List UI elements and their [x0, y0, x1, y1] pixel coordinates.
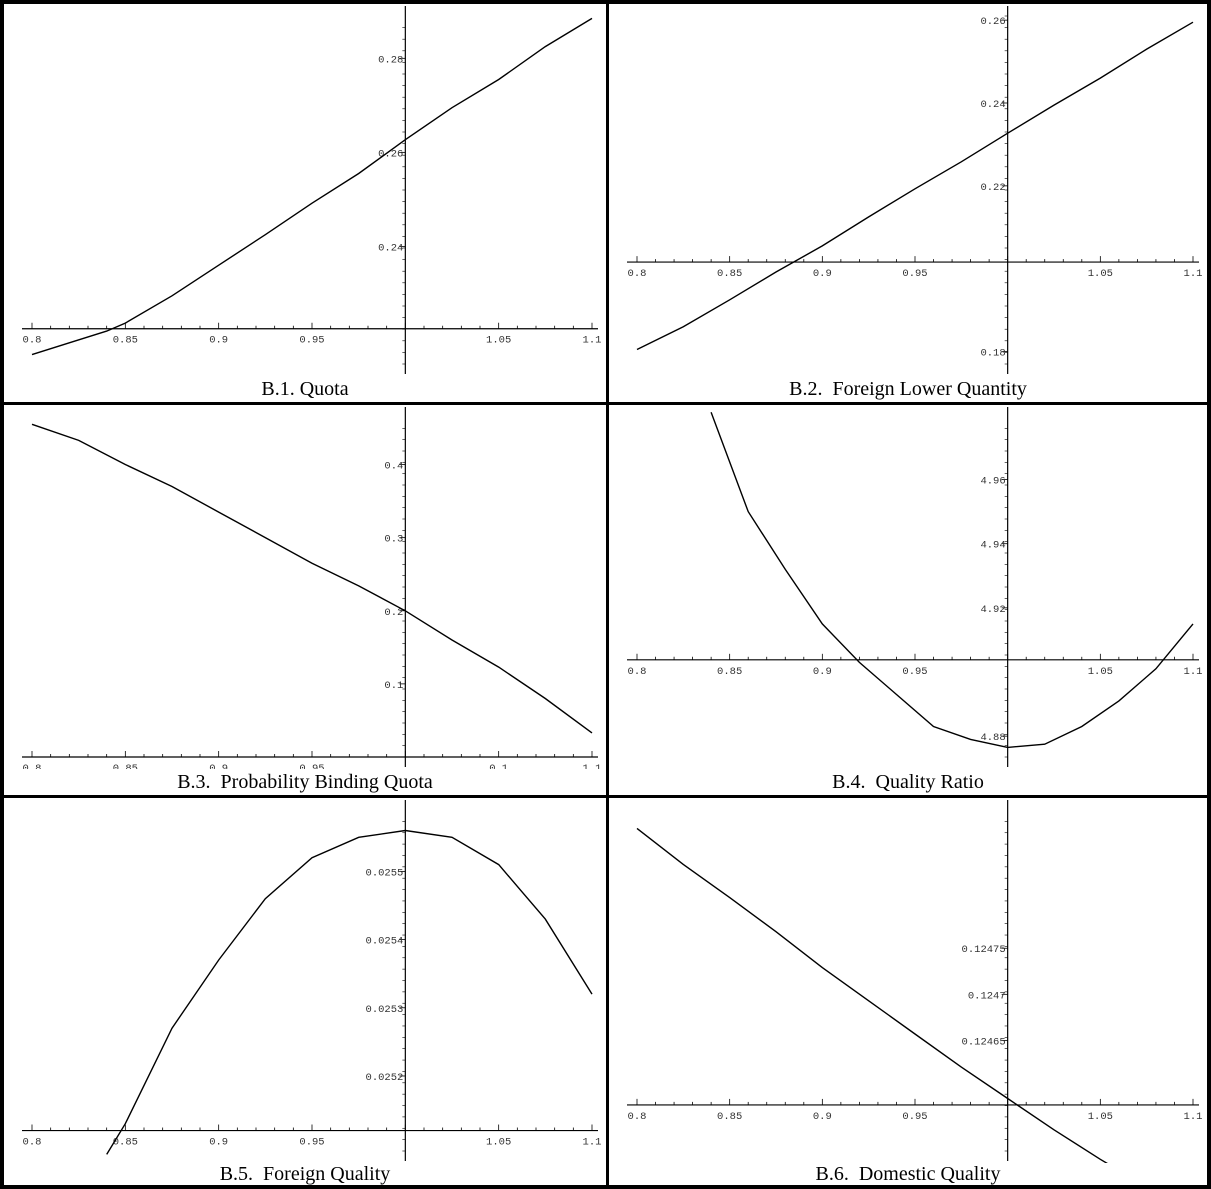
x-tick-label: 0.95	[299, 1137, 324, 1149]
y-tick-label: 0.2	[384, 607, 403, 619]
x-tick-label: 1.1	[1184, 268, 1203, 280]
x-tick-label: 0.8	[23, 763, 42, 769]
x-tick-label: 0.85	[113, 1137, 138, 1149]
y-tick-label: 0.0252	[366, 1072, 404, 1084]
x-tick-label: 0.8	[23, 1137, 42, 1149]
chart-panel-1: 0.8 0.85 0.9 0.95 1.05 1.1 0.24 0.26 0.28	[22, 6, 602, 374]
frame-left	[0, 0, 4, 1189]
x-tick-label: 0.9	[209, 763, 228, 769]
x-tick-label: 0.9	[209, 335, 228, 347]
y-tick-label: 0.0255	[366, 867, 404, 879]
chart-panel-2: 0.8 0.85 0.9 0.95 1.05 1.1 0.18 0.22 0.24 0.26	[627, 6, 1203, 374]
x-tick-label: 0.9	[813, 268, 832, 280]
y-tick-label: 0.28	[378, 54, 403, 66]
x-tick-label: 0.9	[813, 1111, 832, 1123]
y-tick-label: 0.22	[980, 182, 1005, 194]
y-tick-label: 4.92	[980, 604, 1005, 616]
x-tick-label: 1.1	[583, 1137, 602, 1149]
y-tick-label: 0.26	[378, 148, 403, 160]
x-tick-label: 0.95	[299, 763, 324, 769]
chart-caption-1: B.1. Quota	[261, 378, 349, 400]
x-tick-label: 0.95	[299, 335, 324, 347]
y-tick-label: 0.4	[384, 461, 403, 473]
x-tick-label: 0.95	[902, 1111, 927, 1123]
chart-panel-6: 0.8 0.85 0.9 0.95 1.05 1.1 0.12465 0.1247 0.1247…	[627, 800, 1203, 1163]
y-tick-label: 0.24	[378, 242, 403, 254]
y-tick-label: 0.12465	[962, 1036, 1006, 1048]
y-tick-label: 0.0254	[366, 936, 404, 948]
frame-bottom	[0, 1185, 1211, 1189]
chart-caption-5: B.5. Foreign Quality	[219, 1163, 391, 1185]
x-tick-label: 0.1	[489, 763, 508, 769]
x-tick-label: 1.1	[583, 763, 602, 769]
x-tick-label: 1.1	[1184, 666, 1203, 678]
x-tick-label: 0.8	[628, 666, 647, 678]
x-tick-label: 0.9	[813, 666, 832, 678]
series-line	[636, 827, 1108, 1163]
x-tick-label: 0.85	[717, 666, 742, 678]
series-line	[636, 21, 1194, 351]
y-tick-label: 0.0253	[366, 1004, 404, 1016]
y-tick-label: 0.26	[980, 16, 1005, 28]
y-tick-label: 0.24	[980, 99, 1005, 111]
x-tick-label: 0.8	[23, 335, 42, 347]
x-tick-label: 0.8	[628, 1111, 647, 1123]
y-tick-label: 0.3	[384, 534, 403, 546]
x-tick-label: 0.9	[209, 1137, 228, 1149]
x-tick-label: 0.85	[113, 335, 138, 347]
frame-row-1	[0, 402, 1211, 405]
y-tick-label: 0.18	[980, 348, 1005, 360]
series-line	[31, 17, 593, 356]
x-tick-label: 1.05	[1088, 1111, 1113, 1123]
x-tick-label: 0.95	[902, 666, 927, 678]
y-tick-label: 0.1	[384, 680, 403, 692]
series-line	[710, 411, 1194, 749]
x-tick-label: 1.05	[1088, 666, 1113, 678]
x-tick-label: 0.95	[902, 268, 927, 280]
x-tick-label: 0.85	[717, 268, 742, 280]
frame-top	[0, 0, 1211, 4]
x-tick-label: 1.1	[1184, 1111, 1203, 1123]
x-tick-label: 1.05	[1088, 268, 1113, 280]
frame-middle	[606, 0, 609, 1189]
x-tick-label: 0.85	[717, 1111, 742, 1123]
chart-panel-4: 0.8 0.85 0.9 0.95 1.05 1.1 4.88 4.92 4.94 4.96	[627, 407, 1203, 767]
chart-panel-5: 0.8 0.85 0.9 0.95 1.05 1.1 0.0252 0.0253 0.0254 0…	[22, 800, 602, 1161]
chart-panel-3: 0.8 0.85 0.9 0.95 0.1 1.1 0.1 0.2 0.3 0.4	[22, 407, 602, 769]
y-tick-label: 0.1247	[968, 990, 1006, 1002]
x-tick-label: 0.8	[628, 268, 647, 280]
chart-caption-3: B.3. Probability Binding Quota	[177, 771, 433, 793]
chart-caption-4: B.4. Quality Ratio	[832, 771, 984, 793]
x-tick-label: 0.85	[113, 763, 138, 769]
series-line	[31, 423, 593, 734]
chart-caption-2: B.2. Foreign Lower Quantity	[789, 378, 1027, 400]
chart-caption-6: B.6. Domestic Quality	[815, 1163, 1001, 1185]
y-tick-label: 4.94	[980, 540, 1005, 552]
x-tick-label: 1.05	[486, 335, 511, 347]
y-tick-label: 0.12475	[962, 944, 1006, 956]
y-tick-label: 4.88	[980, 732, 1005, 744]
x-tick-label: 1.1	[583, 335, 602, 347]
frame-row-2	[0, 795, 1211, 798]
frame-right	[1207, 0, 1211, 1189]
x-tick-label: 1.05	[486, 1137, 511, 1149]
series-line	[106, 829, 593, 1155]
y-tick-label: 4.96	[980, 476, 1005, 488]
